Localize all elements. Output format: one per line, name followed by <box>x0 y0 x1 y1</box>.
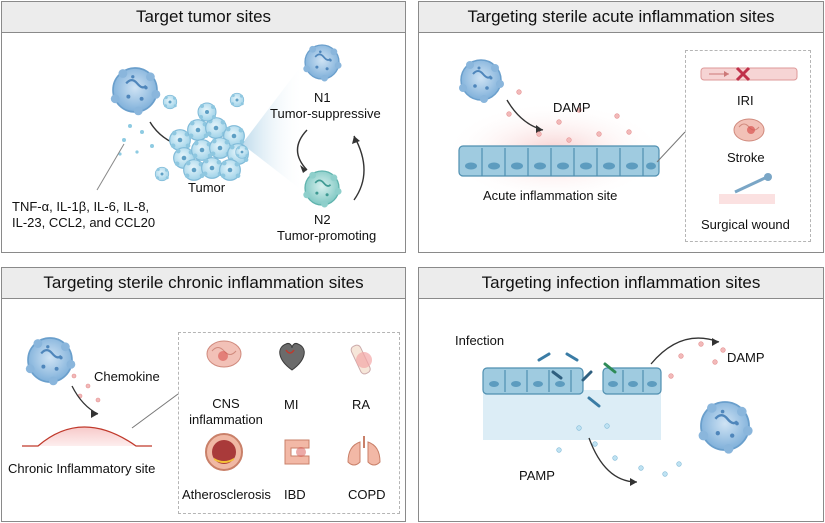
neutrophil-icon <box>697 400 754 455</box>
example-stroke: Stroke <box>727 150 765 165</box>
tumor-label: Tumor <box>188 180 226 195</box>
cytokines-line-1: TNF-α, IL-1β, IL-6, IL-8, <box>12 199 150 214</box>
panel-tumor-title: Target tumor sites <box>2 2 405 33</box>
tumor-cluster-icon <box>169 102 249 181</box>
disease-cns: CNS inflammation <box>189 396 263 427</box>
damp-label: DAMP <box>553 100 591 115</box>
atherosclerosis-vessel-icon <box>205 433 243 471</box>
n1-description: Tumor-suppressive <box>270 106 381 121</box>
mi-heart-icon <box>279 343 305 371</box>
cytokines-line-2: IL-23, CCL2, and CCL20 <box>12 215 156 230</box>
chronic-mound-icon <box>22 426 152 447</box>
ibd-intestine-icon <box>284 439 310 465</box>
panel-acute-title: Targeting sterile acute inflammation sit… <box>419 2 823 33</box>
n2-label: N2 <box>314 212 331 227</box>
damp-label: DAMP <box>727 350 765 365</box>
n1-neutrophil-icon <box>302 44 343 83</box>
copd-lungs-icon <box>347 436 381 466</box>
disease-copd: COPD <box>348 487 386 502</box>
example-iri: IRI <box>737 93 754 108</box>
acute-site-label: Acute inflammation site <box>483 188 618 203</box>
neutrophil-icon <box>458 59 505 104</box>
infection-diagram <box>482 337 754 486</box>
tumor-diagram <box>96 44 365 208</box>
n2-neutrophil-icon <box>303 170 342 208</box>
pathogen-icons <box>537 352 617 408</box>
panel-infection: Targeting infection inflammation sites <box>418 267 824 522</box>
n2-description: Tumor-promoting <box>277 228 377 243</box>
infection-label: Infection <box>455 333 505 348</box>
iri-vessel-icon <box>700 66 798 82</box>
epithelium-icon <box>458 145 660 177</box>
disease-ra: RA <box>352 397 371 412</box>
cns-brain-icon <box>206 340 242 368</box>
stroke-brain-icon <box>733 118 765 142</box>
epithelium-icon <box>482 367 662 395</box>
acute-diagram <box>444 59 798 204</box>
ra-joint-icon <box>350 344 372 375</box>
panel-chronic: Targeting sterile chronic inflammation s… <box>1 267 406 522</box>
chronic-diagram <box>22 336 381 471</box>
neutrophil-icon <box>24 336 77 387</box>
panel-acute: Targeting sterile acute inflammation sit… <box>418 1 824 253</box>
example-surgical-wound: Surgical wound <box>701 217 790 232</box>
neutrophil-icon <box>109 66 162 117</box>
chronic-diseases-box <box>178 332 400 514</box>
panel-tumor: Target tumor sites <box>1 1 406 253</box>
pamp-label: PAMP <box>519 468 555 483</box>
panel-chronic-title: Targeting sterile chronic inflammation s… <box>2 268 405 299</box>
panel-infection-title: Targeting infection inflammation sites <box>419 268 823 299</box>
surgical-wound-icon <box>719 173 775 204</box>
acute-examples-box <box>685 50 811 242</box>
disease-mi: MI <box>284 397 299 412</box>
n1-label: N1 <box>314 90 331 105</box>
disease-atherosclerosis: Atherosclerosis <box>182 487 271 502</box>
chemokine-label: Chemokine <box>94 369 160 384</box>
disease-ibd: IBD <box>284 487 306 502</box>
chronic-site-label: Chronic Inflammatory site <box>8 461 156 476</box>
